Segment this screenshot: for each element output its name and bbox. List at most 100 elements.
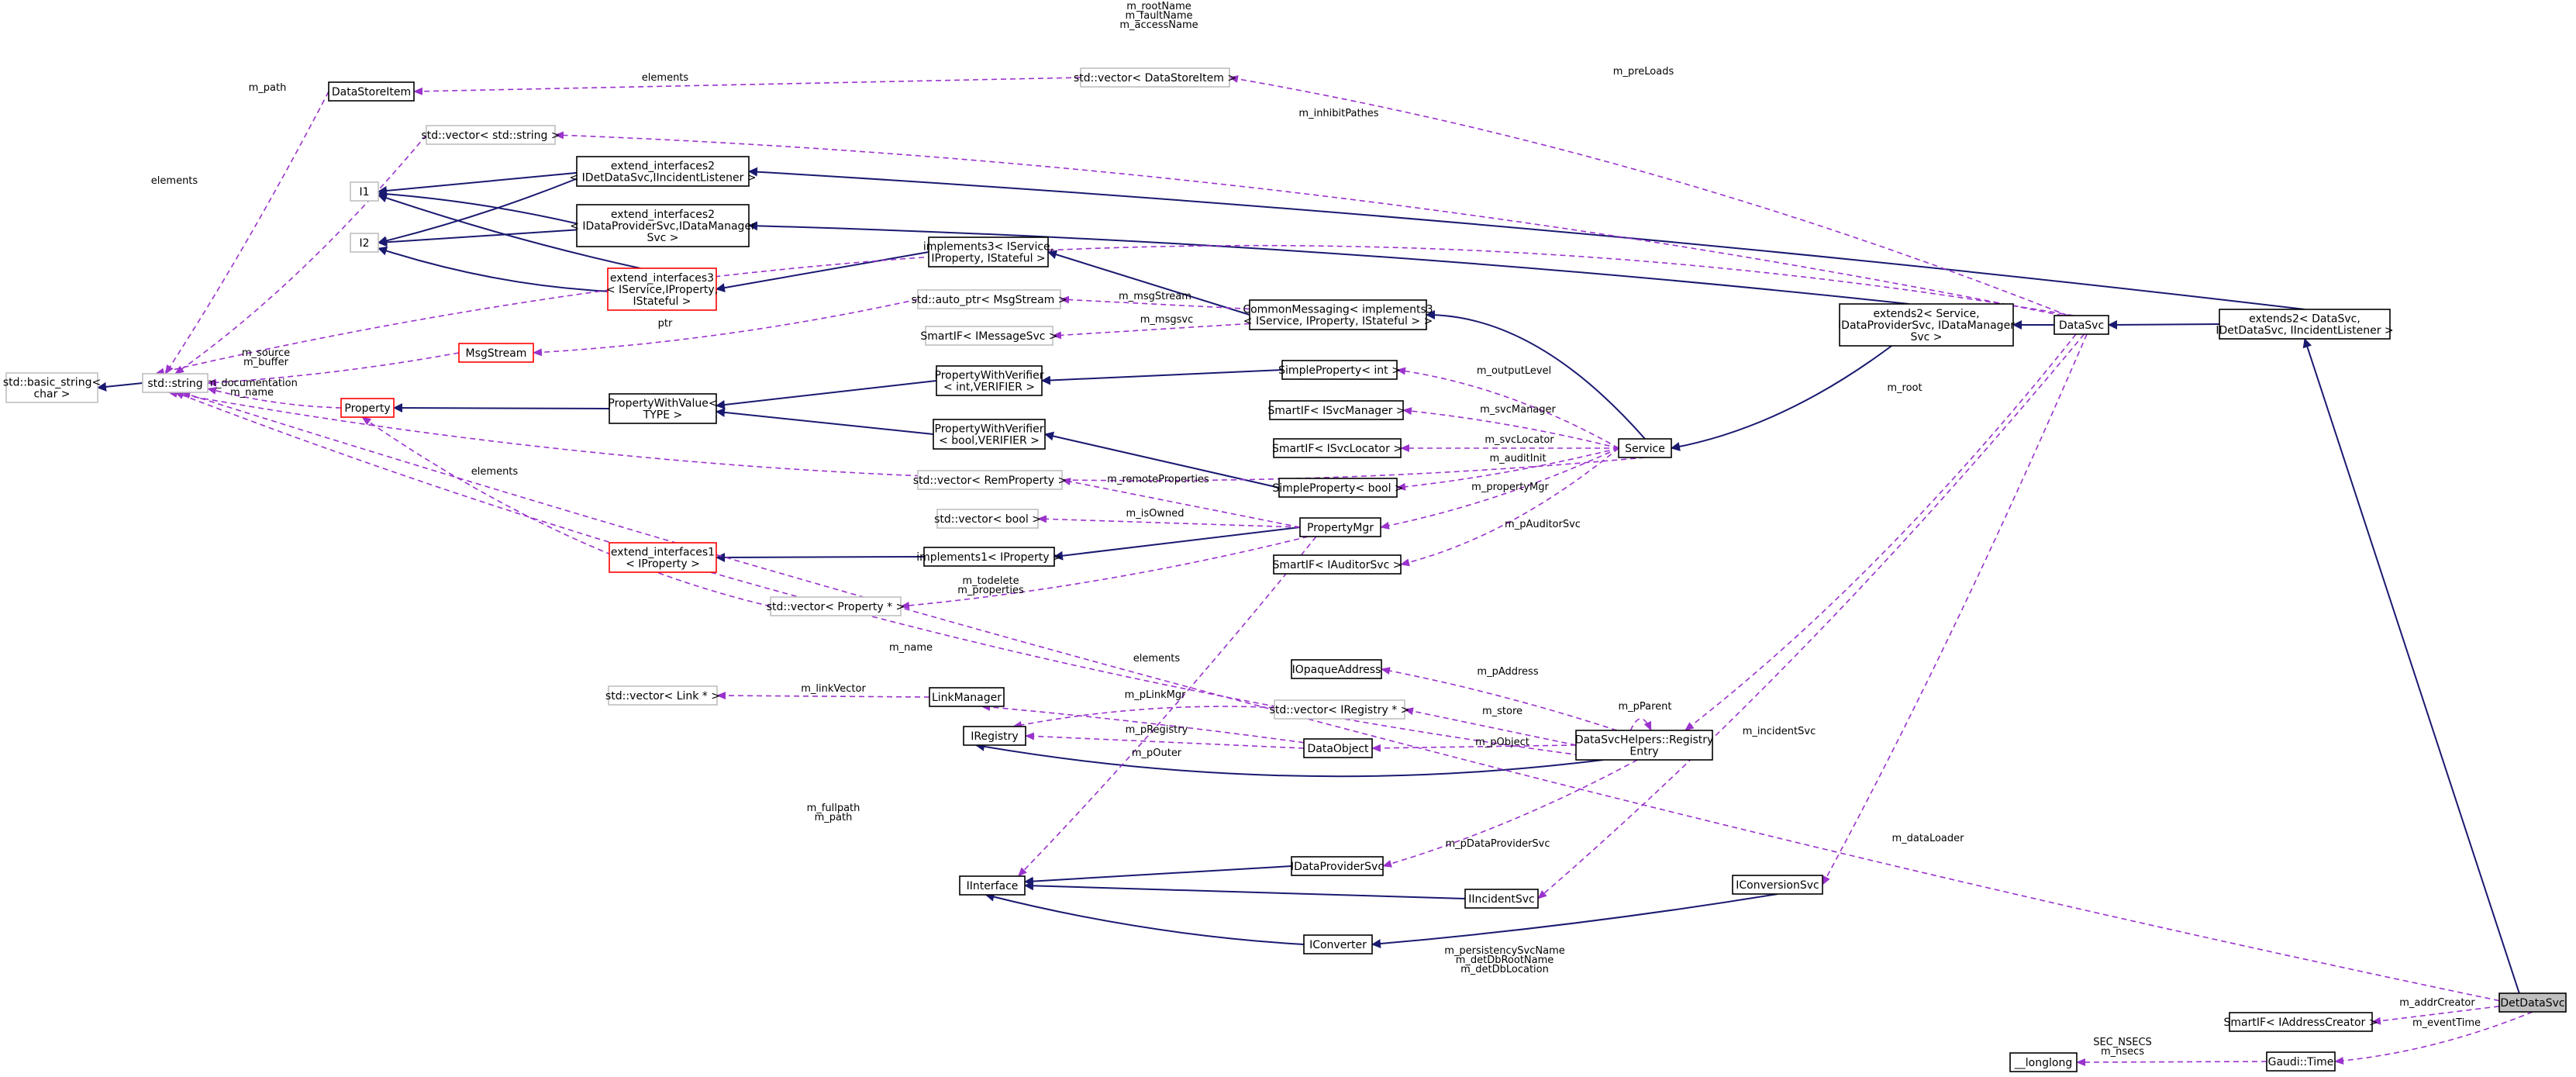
class-node-smartif-isvcmanager[interactable]: SmartIF< ISvcManager > [1267,400,1405,420]
edge-label-name: m_name [889,642,933,654]
edge-label-svcManager: m_svcManager [1480,404,1556,416]
usage-edge-41 [1402,407,1619,449]
edge-label-ptr: ptr [658,318,673,330]
class-node-ext1[interactable]: extend_interfaces1< IProperty > [609,542,717,573]
class-node-vec-bool[interactable]: std::vector< bool > [934,509,1041,529]
class-node-simpleproperty-int[interactable]: SimpleProperty< int > [1278,360,1401,380]
svg-text:SmartIF< IMessageSvc >: SmartIF< IMessageSvc > [920,330,1057,343]
class-node-linkmanager[interactable]: LinkManager [929,687,1005,707]
class-node-detdatasvc[interactable]: DetDataSvc [2498,992,2567,1013]
inheritance-edge-8 [716,251,929,293]
svg-text:PropertyWithValue<TYPE >: PropertyWithValue<TYPE > [608,398,717,422]
usage-edge-56 [1012,706,1275,729]
edge-label-pDataProviderSvc: m_pDataProviderSvc [1445,838,1550,850]
svg-text:I1: I1 [359,186,369,198]
inheritance-edge-1 [97,381,143,392]
class-node-vec-propertyptr[interactable]: std::vector< Property * > [767,596,905,616]
svg-text:DetDataSvc: DetDataSvc [2500,997,2564,1010]
class-node-iinterface[interactable]: IInterface [959,875,1026,896]
svg-text:Property: Property [344,402,390,415]
class-node-smartif-isvclocator[interactable]: SmartIF< ISvcLocator > [1272,438,1402,458]
class-node-msgstream[interactable]: MsgStream [458,343,534,363]
edge-label-store: m_store [1482,706,1522,717]
class-node-gaudi-time[interactable]: Gaudi::Time [2266,1051,2336,1072]
svg-text:extends2< Service,IDataProvide: extends2< Service,IDataProviderSvc, IDat… [1838,308,2015,343]
usage-edge-55 [1404,707,1577,746]
svg-text:std::string: std::string [147,378,202,390]
class-node-longlong[interactable]: __longlong [2009,1052,2078,1072]
svg-text:std::vector< std::string >: std::vector< std::string > [421,129,560,142]
usage-edge-48 [900,536,1309,609]
class-node-commonmessaging[interactable]: CommonMessaging< implements3< IService, … [1243,299,1433,330]
class-node-vec-iregistry[interactable]: std::vector< IRegistry * > [1270,699,1410,720]
class-node-iconversionsvc[interactable]: IConversionSvc [1732,875,1823,895]
usage-edge-32 [1229,74,2068,316]
svg-text:implements3< IService,IPropert: implements3< IService,IProperty, IStatef… [923,241,1054,265]
edge-label-pRegistry: m_pRegistry [1126,724,1188,736]
class-node-vec-link[interactable]: std::vector< Link * > [605,685,720,706]
class-node-ext2-incident[interactable]: extend_interfaces2< IDetDataSvc,IInciden… [569,156,757,187]
usage-edge-39 [207,387,342,409]
usage-edge-49 [361,416,771,607]
class-node-smartif-imessagesvc[interactable]: SmartIF< IMessageSvc > [920,326,1058,346]
class-node-auto-ptr[interactable]: std::auto_ptr< MsgStream > [911,289,1067,309]
usage-edge-52 [1381,667,1618,731]
edge-label-inhibitPathes: m_inhibitPathes [1298,108,1378,119]
class-node-impl1[interactable]: implements1< IProperty > [916,547,1062,567]
edge-label-path: m_path [249,82,287,94]
edge-label-elements-prop: elements [471,466,519,478]
class-node-property[interactable]: Property [340,398,395,418]
class-node-simpleproperty-bool[interactable]: SimpleProperty< bool > [1272,478,1404,498]
edge-label-auditInit: m_auditInit [1489,453,1546,464]
class-node-idataprovidersvc[interactable]: IDataProviderSvc [1291,856,1384,876]
class-node-ext3[interactable]: extend_interfaces3< IService,IProperty,I… [606,268,718,311]
class-node-iregistry[interactable]: IRegistry [963,726,1026,746]
inheritance-edge-28 [1371,893,1778,949]
class-node-vec-datastoreitem[interactable]: std::vector< DataStoreItem > [1074,67,1236,88]
class-node-datasvc[interactable]: DataSvc [2054,315,2109,335]
edge-label-linkVector: m_linkVector [801,683,866,695]
class-node-vec-string[interactable]: std::vector< std::string > [421,125,560,145]
class-node-propertymgr[interactable]: PropertyMgr [1299,517,1381,537]
class-node-datastoreitem[interactable]: DataStoreItem [328,81,415,102]
class-node-pwver-int[interactable]: PropertyWithVerifier< int,VERIFIER > [935,365,1044,396]
svg-text:extend_interfaces1< IProperty: extend_interfaces1< IProperty > [611,547,715,571]
class-node-i1[interactable]: I1 [350,181,379,202]
class-node-i2[interactable]: I2 [350,233,379,253]
svg-text:IOpaqueAddress: IOpaqueAddress [1292,664,1381,676]
edge-label-isOwned: m_isOwned [1126,508,1185,520]
class-node-smartif-iaddresscreator[interactable]: SmartIF< IAddressCreator > [2223,1012,2378,1032]
class-node-smartif-iauditorsvc[interactable]: SmartIF< IAuditorSvc > [1273,554,1402,575]
class-node-basic-string[interactable]: std::basic_string<char > [3,372,101,403]
inheritance-edge-16 [1054,526,1301,561]
class-node-extends2-datasvc[interactable]: extends2< DataSvc,IDetDataSvc, IIncident… [2216,309,2394,340]
svg-text:std::basic_string<char >: std::basic_string<char > [3,377,101,401]
edge-label-pObject: m_pObject [1475,737,1529,748]
edge-label-elements-reg: elements [1133,653,1181,664]
class-node-extends2-service[interactable]: extends2< Service,IDataProviderSvc, IDat… [1838,303,2015,347]
svg-text:SimpleProperty< bool >: SimpleProperty< bool > [1272,482,1403,495]
usage-edge-35 [1060,295,1250,310]
usage-edge-44 [1380,447,1619,530]
svg-text:SimpleProperty< int >: SimpleProperty< int > [1278,364,1401,377]
edge-label-pAddress: m_pAddress [1477,666,1538,678]
class-node-std-string[interactable]: std::string [142,373,209,393]
class-node-service[interactable]: Service [1618,438,1672,458]
class-node-dataobject[interactable]: DataObject [1303,738,1373,758]
edge-label-msgsvc: m_msgsvc [1140,314,1193,326]
class-node-iopaqueaddress[interactable]: IOpaqueAddress [1291,659,1382,679]
class-node-ext2-provider[interactable]: extend_interfaces2< IDataProviderSvc,IDa… [570,204,756,247]
class-node-iconverter[interactable]: IConverter [1303,934,1373,954]
class-node-pwver-bool[interactable]: PropertyWithVerifier< bool,VERIFIER > [933,419,1046,450]
class-node-vec-remproperty[interactable]: std::vector< RemProperty > [913,470,1067,490]
class-node-impl3[interactable]: implements3< IService,IProperty, IStatef… [923,236,1054,268]
edge-label-incidentSvc: m_incidentSvc [1743,726,1816,737]
class-node-iincidentsvc[interactable]: IIncidentSvc [1464,889,1539,909]
class-node-pwv-type[interactable]: PropertyWithValue<TYPE > [608,393,718,424]
edge-label-remoteProperties: m_remoteProperties [1107,474,1209,485]
inheritance-edge-18 [1671,345,1892,451]
